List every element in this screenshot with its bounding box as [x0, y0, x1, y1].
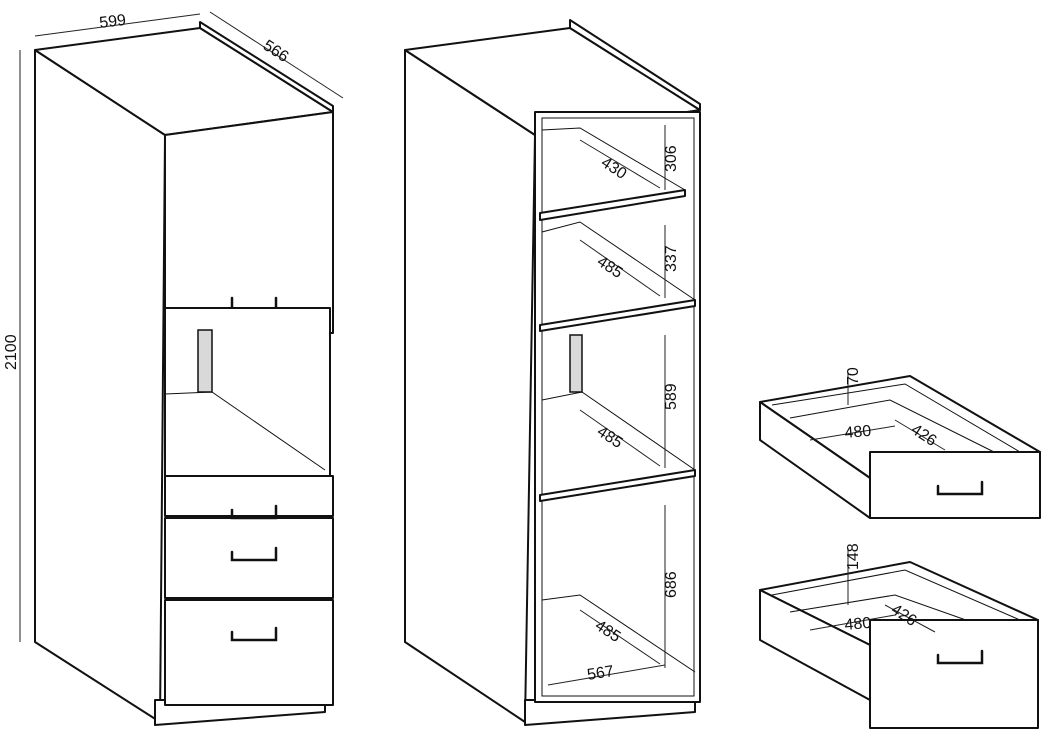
- shelf-3-back-line: [541, 391, 696, 471]
- shelf-1: [539, 189, 686, 221]
- inner-width-label: 567: [586, 663, 615, 684]
- width-dimension-line: [34, 13, 201, 37]
- large-drawer-handle: [936, 649, 984, 665]
- small-drawer-floor: [789, 399, 1001, 456]
- dim-426b: [884, 604, 936, 633]
- drawer-2-front: [164, 517, 334, 599]
- drawer-2-handle: [230, 546, 278, 562]
- shelf1-height-label: 306: [663, 145, 680, 172]
- dim-480a: [809, 425, 896, 441]
- height-label: 2100: [3, 334, 20, 370]
- small-drawer: 70 480 426: [759, 367, 1041, 519]
- dim-485c: [579, 609, 661, 665]
- drawer-3-handle: [230, 626, 278, 642]
- open-cabinet-top-edge: [569, 19, 701, 111]
- bottom-height-label: 686: [663, 571, 680, 598]
- dim-480b: [809, 614, 896, 631]
- dim-567: [547, 664, 666, 686]
- upper-door: [164, 111, 334, 334]
- dim-485b: [579, 409, 661, 467]
- drawer-1-handle: [230, 504, 278, 520]
- small-drawer-handle: [936, 480, 984, 496]
- assembled-cabinet: 599 566 2100: [3, 11, 344, 726]
- dim-426a: [894, 419, 946, 451]
- open-cabinet-plinth: [524, 699, 696, 726]
- large-drawer: 148 480 426: [759, 543, 1039, 729]
- small-drawer-height-label: 70: [845, 367, 862, 385]
- dim-430: [579, 139, 661, 189]
- open-cabinet: 306 430 337 485 589 485 686 485 567: [404, 19, 701, 726]
- open-cabinet-side-panel: [404, 49, 536, 723]
- cabinet-frame: [534, 111, 701, 703]
- inner-post: [569, 334, 583, 393]
- cabinet-inner-edge: [541, 117, 695, 697]
- small-drawer-inner-rim: [771, 383, 1021, 453]
- large-drawer-front: [869, 619, 1039, 729]
- shelf-2: [539, 299, 696, 332]
- shelf-2-back-line: [541, 221, 696, 301]
- small-drawer-width-label: 480: [844, 423, 872, 442]
- width-label: 599: [98, 12, 127, 32]
- large-drawer-width-label: 480: [844, 615, 872, 634]
- large-drawer-inner-rim: [771, 569, 1021, 621]
- oven-niche: [164, 307, 331, 499]
- drawer-1-front: [164, 475, 334, 517]
- cabinet-side-panel: [34, 49, 166, 723]
- niche-inner-post: [197, 329, 213, 393]
- shelf2-height-label: 337: [663, 245, 680, 272]
- oven-height-label: 589: [663, 383, 680, 410]
- niche-floor-line: [164, 391, 326, 471]
- dim-485a: [579, 239, 661, 297]
- drawer-3-front: [164, 599, 334, 706]
- small-drawer-front: [869, 451, 1041, 519]
- large-drawer-height-label: 148: [845, 543, 862, 570]
- depth-dimension-line: [209, 11, 344, 99]
- bottom-back-line: [541, 594, 696, 673]
- shelf-3: [539, 469, 696, 502]
- shelf-1-back-line: [541, 127, 686, 191]
